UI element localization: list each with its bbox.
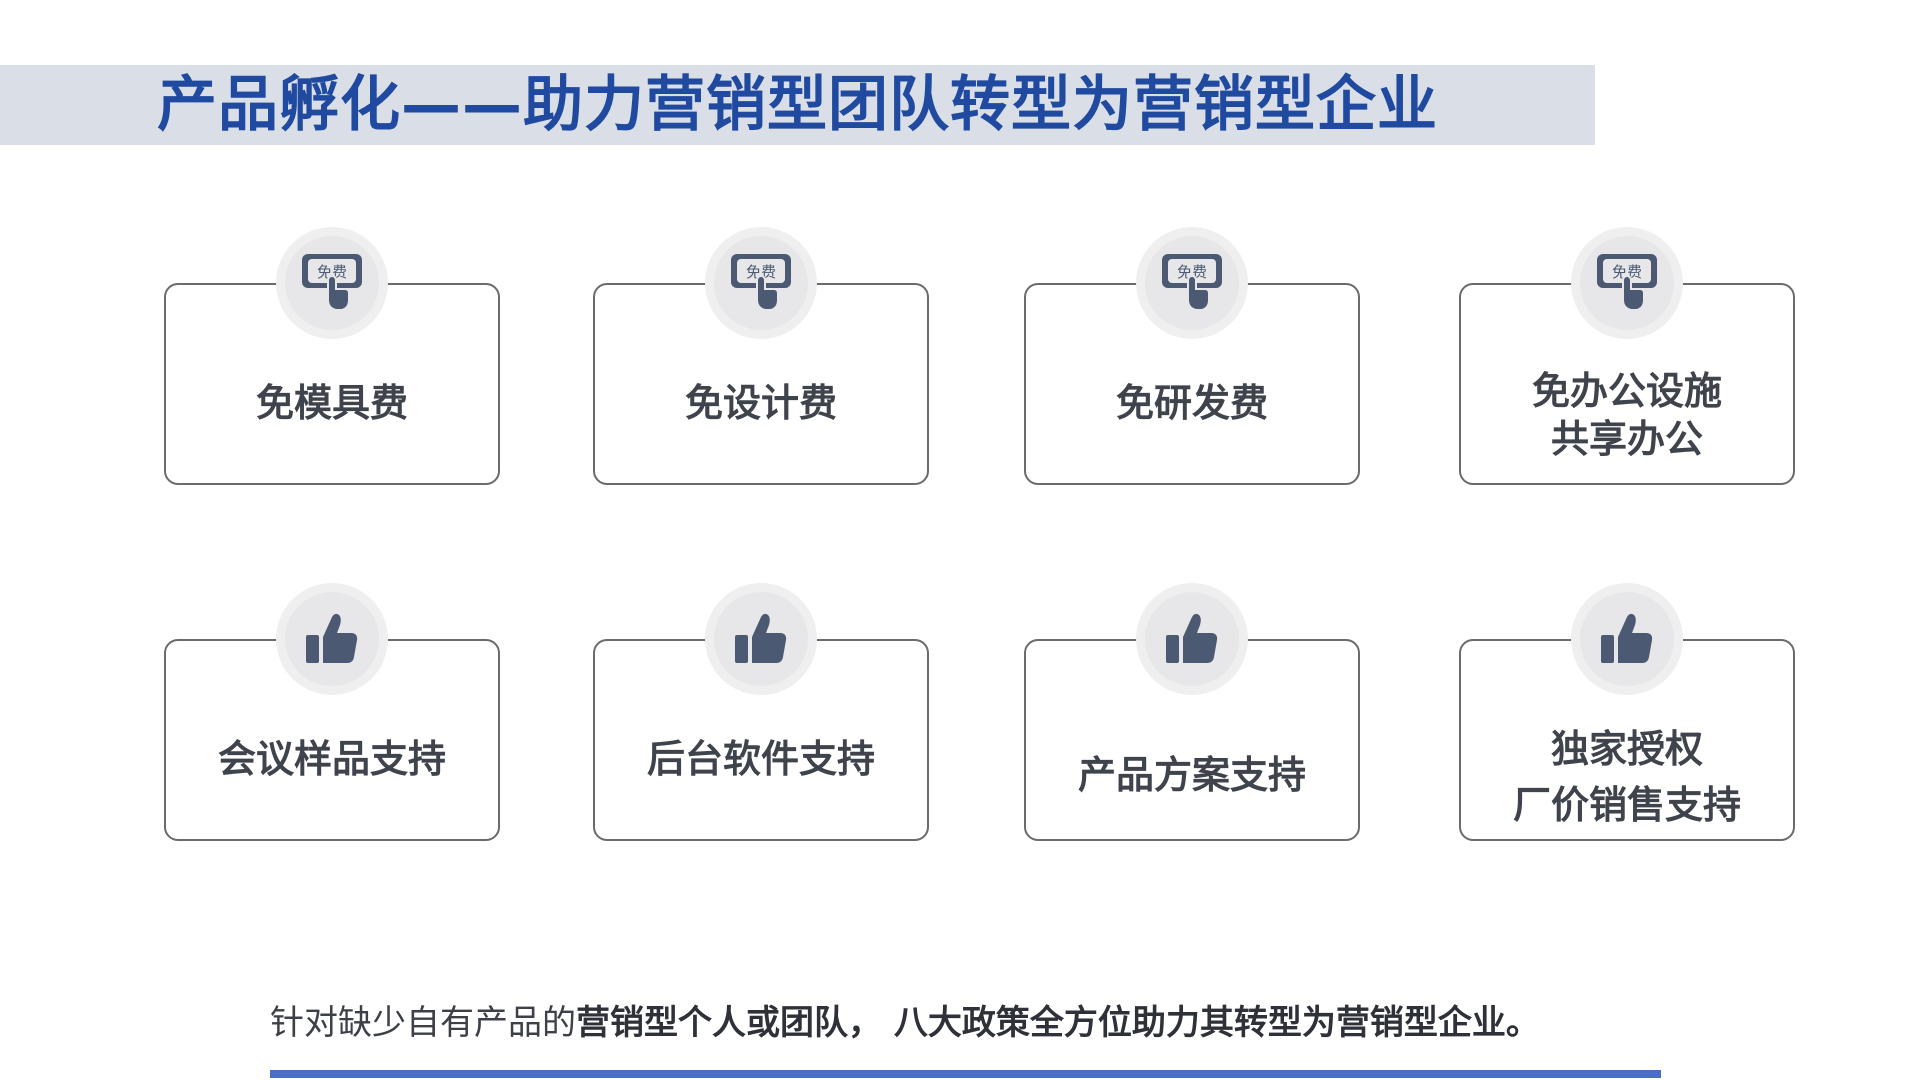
thumbs-up-icon — [705, 583, 817, 695]
thumbs-up-icon — [1136, 583, 1248, 695]
page-title: 产品孵化——助力营销型团队转型为营销型企业 — [157, 70, 1438, 140]
footer-divider — [270, 1070, 1661, 1078]
footer-statement: 针对缺少自有产品的营销型个人或团队， 八大政策全方位助力其转型为营销型企业。 — [270, 998, 1670, 1048]
title-banner: 产品孵化——助力营销型团队转型为营销型企业 — [0, 65, 1595, 145]
free-badge-text: 免费 — [746, 263, 776, 281]
card-label: 免设计费 — [684, 381, 837, 425]
free-badge-hand-icon: 免费 — [1136, 227, 1248, 339]
card-label-line-1: 独家授权 — [1550, 727, 1703, 771]
thumbs-up-icon — [1571, 583, 1683, 695]
free-badge-text: 免费 — [1612, 263, 1642, 281]
card-label: 后台软件支持 — [646, 737, 875, 781]
card-label: 产品方案支持 — [1077, 753, 1306, 797]
free-badge-text: 免费 — [1177, 263, 1207, 281]
card-label: 免模具费 — [255, 381, 408, 425]
card-label: 会议样品支持 — [217, 737, 446, 781]
footer-text-regular: 针对缺少自有产品的 — [270, 1003, 576, 1043]
thumbs-up-icon — [276, 583, 388, 695]
card-label: 免办公设施 共享办公 — [1461, 367, 1793, 463]
card-label: 独家授权 厂价销售支持 — [1461, 721, 1793, 833]
footer-text-bold: 营销型个人或团队， 八大政策全方位助力其转型为营销型企业。 — [576, 1003, 1540, 1043]
free-badge-text: 免费 — [317, 263, 347, 281]
card-free-office: 免办公设施 共享办公 — [1459, 283, 1795, 485]
card-free-rnd: 免研发费 — [1024, 283, 1360, 485]
card-label: 免研发费 — [1115, 381, 1268, 425]
free-badge-hand-icon: 免费 — [705, 227, 817, 339]
card-label-line-2: 共享办公 — [1550, 417, 1703, 461]
card-label-line-1: 免办公设施 — [1531, 369, 1722, 413]
free-badge-hand-icon: 免费 — [276, 227, 388, 339]
free-badge-hand-icon: 免费 — [1571, 227, 1683, 339]
card-label-line-2: 厂价销售支持 — [1512, 783, 1741, 827]
